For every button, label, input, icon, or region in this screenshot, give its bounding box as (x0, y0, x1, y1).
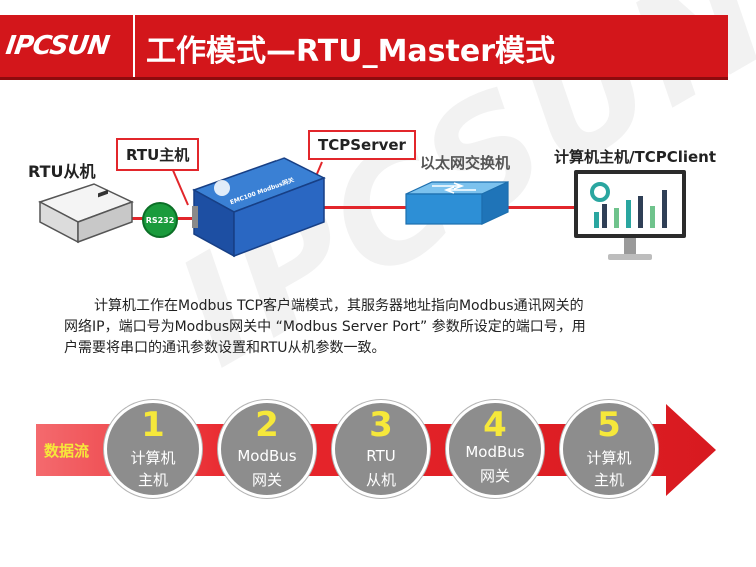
step-label-line1: 计算机 (130, 449, 176, 467)
flow-step-1: 1 计算机 主机 (104, 400, 202, 498)
step-number: 4 (483, 405, 507, 445)
flow-step-2: 2 ModBus 网关 (218, 400, 316, 498)
rtu-slave-label: RTU从机 (28, 162, 96, 181)
description-line: 网络IP，端口号为Modbus网关中 “Modbus Server Port” … (64, 319, 586, 335)
description-paragraph: 计算机工作在Modbus TCP客户端模式，其服务器地址指向Modbus通讯网关… (64, 296, 684, 359)
modbus-gateway-icon (192, 150, 326, 258)
header-divider (133, 15, 135, 77)
step-number: 3 (369, 405, 393, 445)
rtu-slave-device-icon (38, 183, 134, 244)
page-title: 工作模式—RTU_Master模式 (146, 34, 556, 69)
step-number: 5 (597, 405, 621, 445)
flow-step-4: 4 ModBus 网关 (446, 400, 544, 498)
client-label: 计算机主机/TCPClient (554, 148, 717, 166)
step-number: 1 (141, 405, 165, 445)
data-flow-label: 数据流 (44, 442, 90, 460)
step-label-line2: 网关 (251, 471, 282, 489)
rtu-master-label: RTU主机 (116, 138, 200, 171)
tcp-server-label: TCPServer (308, 130, 416, 160)
step-label-line2: 主机 (137, 471, 168, 489)
description-line: 计算机工作在Modbus TCP客户端模式，其服务器地址指向Modbus通讯网关… (94, 298, 584, 314)
flow-step-5: 5 计算机 主机 (560, 400, 658, 498)
step-label-line1: 计算机 (586, 449, 632, 467)
header-banner: IPCSUN 工作模式—RTU_Master模式 (0, 15, 728, 80)
step-label-line1: RTU (366, 447, 396, 465)
switch-label: 以太网交换机 (420, 154, 511, 172)
ethernet-switch-icon (405, 181, 509, 225)
step-label-line2: 主机 (593, 471, 624, 489)
description-line: 户需要将串口的通讯参数设置和RTU从机参数一致。 (64, 340, 386, 356)
rtu-master-pointer (171, 167, 189, 206)
flow-step-3: 3 RTU 从机 (332, 400, 430, 498)
step-label-line1: ModBus (465, 443, 525, 461)
step-number: 2 (255, 405, 279, 445)
rs232-connector-icon: RS232 (142, 202, 178, 238)
step-label-line2: 从机 (365, 471, 396, 489)
step-label-line2: 网关 (479, 467, 510, 485)
step-label-line1: ModBus (237, 447, 297, 465)
computer-monitor-icon (574, 170, 686, 260)
